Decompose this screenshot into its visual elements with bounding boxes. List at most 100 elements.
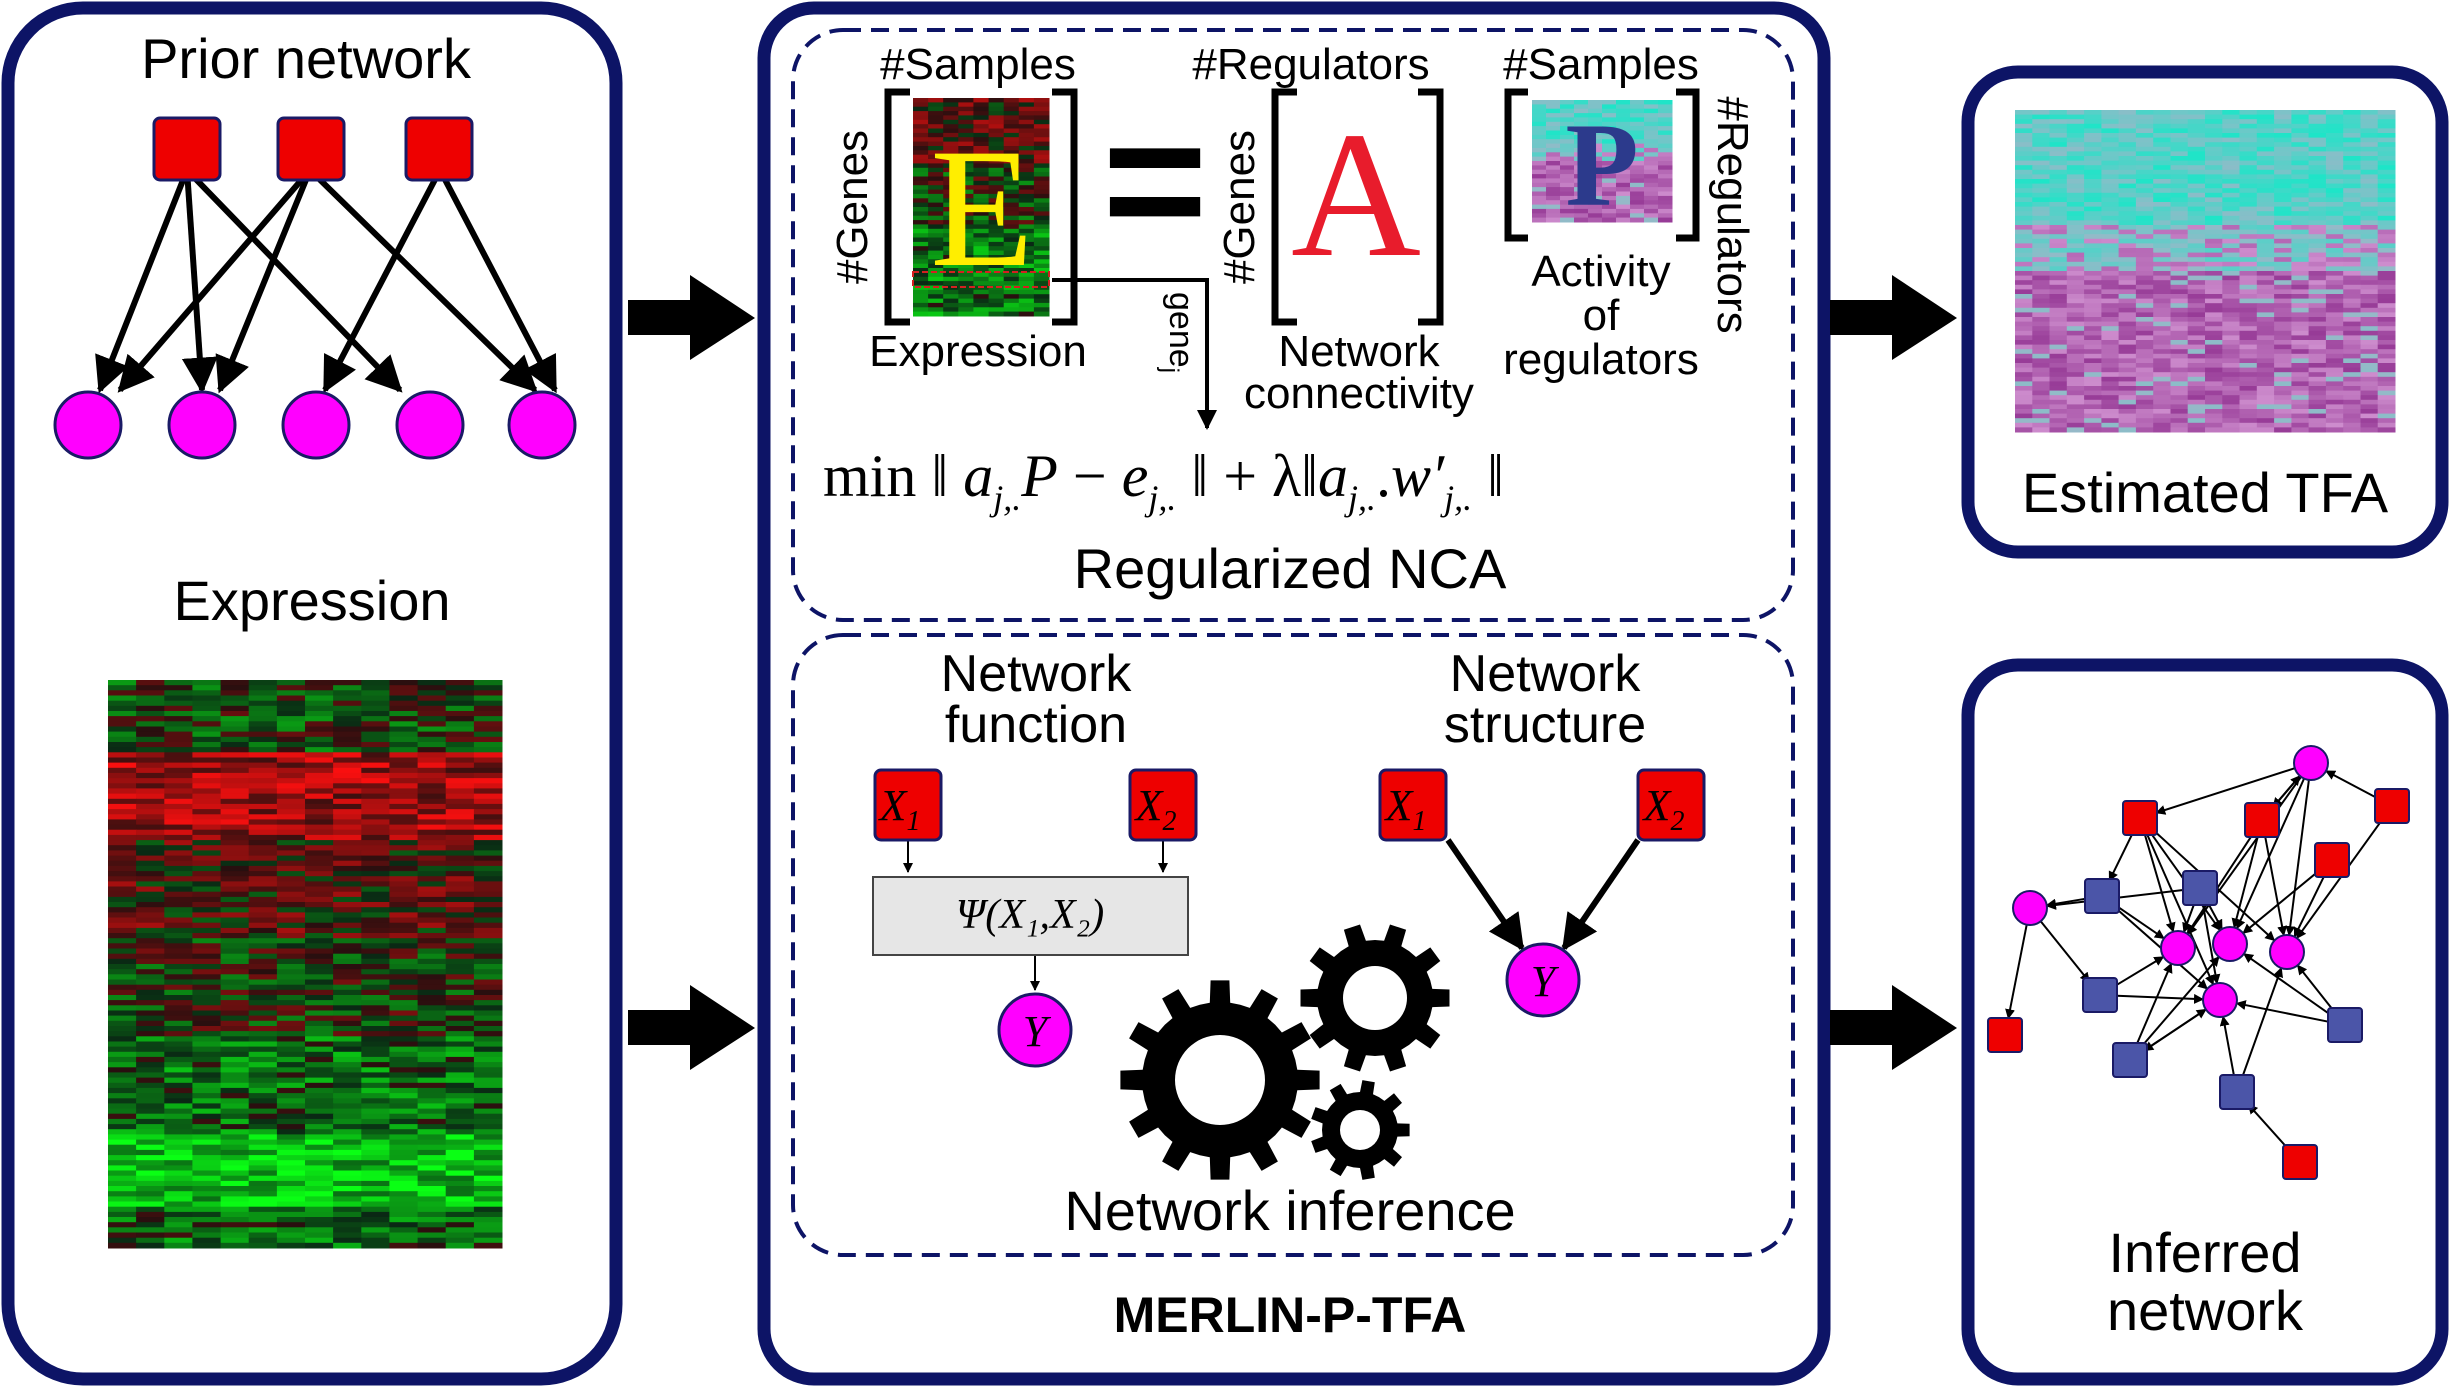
heatmap-cell — [2377, 307, 2396, 313]
heatmap-cell — [2118, 220, 2137, 226]
heatmap-cell — [276, 1056, 306, 1063]
heatmap-cell — [2274, 284, 2292, 290]
x1-label: X1 — [878, 781, 921, 837]
heatmap-cell — [136, 958, 165, 965]
heatmap-cell — [2118, 225, 2137, 231]
heatmap-cell — [2343, 275, 2361, 281]
heatmap-cell — [2118, 137, 2137, 143]
heatmap-cell — [2101, 427, 2120, 433]
heatmap-cell — [164, 757, 193, 764]
heatmap-cell — [2015, 381, 2033, 387]
heatmap-cell — [988, 276, 1005, 282]
heatmap-cell — [473, 1155, 503, 1161]
heatmap-cell — [248, 871, 278, 877]
heatmap-cell — [2222, 238, 2241, 244]
heatmap-cell — [2308, 238, 2327, 244]
heatmap-cell — [2274, 197, 2292, 203]
heatmap-cell — [192, 933, 221, 939]
heatmap-cell — [220, 1072, 250, 1079]
heatmap-cell — [943, 180, 959, 186]
heatmap-cell — [1644, 165, 1659, 171]
heatmap-cell — [2222, 156, 2241, 162]
heatmap-cell — [108, 984, 137, 991]
heatmap-cell — [2135, 381, 2154, 387]
heatmap-cell — [248, 711, 278, 717]
heatmap-cell — [2377, 303, 2396, 309]
heatmap-cell — [2015, 330, 2033, 336]
heatmap-cell — [417, 1160, 447, 1166]
heatmap-cell — [276, 1103, 306, 1110]
heatmap-cell — [2066, 344, 2085, 350]
heatmap-cell — [417, 871, 447, 877]
heatmap-cell — [389, 912, 418, 919]
heatmap-cell — [220, 989, 250, 996]
heatmap-cell — [445, 989, 475, 996]
heatmap-cell — [2153, 335, 2171, 341]
heatmap-cell — [2084, 298, 2102, 304]
heatmap-cell — [2015, 128, 2033, 134]
heatmap-cell — [1560, 130, 1575, 136]
heatmap-cell — [333, 736, 362, 743]
heatmap-cell — [2222, 303, 2241, 309]
heatmap-cell — [389, 1134, 418, 1141]
heatmap-cell — [305, 1160, 334, 1166]
heatmap-cell — [2343, 349, 2361, 355]
heatmap-cell — [417, 1180, 447, 1187]
heatmap-cell — [248, 1026, 278, 1032]
heatmap-cell — [248, 1201, 278, 1208]
heatmap-cell — [417, 1082, 447, 1089]
network-edge — [2285, 779, 2310, 937]
heatmap-cell — [2049, 252, 2068, 258]
heatmap-cell — [2118, 123, 2137, 129]
heatmap-cell — [220, 871, 250, 877]
heatmap-cell — [305, 824, 334, 831]
heatmap-cell — [2118, 169, 2137, 175]
prior-network-graph — [53, 116, 577, 460]
heatmap-cell — [220, 902, 250, 908]
heatmap-cell — [2291, 275, 2310, 281]
heatmap-cell — [136, 819, 165, 826]
heatmap-cell — [988, 111, 1005, 116]
heatmap-cell — [108, 1118, 137, 1125]
heatmap-cell — [2015, 183, 2033, 189]
heatmap-cell — [361, 1134, 390, 1141]
heatmap-cell — [2377, 238, 2396, 244]
heatmap-cell — [108, 736, 137, 743]
heatmap-cell — [417, 860, 447, 867]
heatmap-cell — [2187, 192, 2206, 198]
heatmap-cell — [2205, 211, 2223, 217]
heatmap-cell — [1588, 143, 1603, 149]
heatmap-cell — [1574, 147, 1589, 153]
heatmap-cell — [473, 1093, 503, 1099]
heatmap-cell — [248, 1227, 278, 1233]
heatmap-cell — [276, 783, 306, 789]
heatmap-cell — [1658, 130, 1673, 136]
heatmap-cell — [473, 1072, 503, 1079]
heatmap-cell — [2101, 376, 2120, 382]
heatmap-cell — [2187, 280, 2206, 286]
heatmap-cell — [1630, 113, 1645, 118]
heatmap-cell — [164, 1170, 193, 1177]
heatmap-cell — [2032, 133, 2051, 139]
heatmap-cell — [333, 1077, 362, 1084]
heatmap-cell — [2205, 174, 2223, 180]
heatmap-cell — [1532, 213, 1547, 219]
heatmap-cell — [473, 1124, 503, 1130]
heatmap-cell — [1546, 152, 1561, 158]
heatmap-cell — [2066, 114, 2085, 120]
heatmap-cell — [248, 778, 278, 784]
heatmap-cell — [1033, 224, 1050, 230]
heatmap-cell — [2291, 174, 2310, 180]
heatmap-cell — [192, 876, 221, 882]
heatmap-cell — [333, 680, 362, 686]
heatmap-cell — [2118, 238, 2137, 244]
heatmap-cell — [2308, 133, 2327, 139]
heatmap-cell — [333, 1237, 362, 1244]
heatmap-cell — [2015, 367, 2033, 373]
activity-caption: of — [1583, 291, 1620, 340]
heatmap-cell — [2222, 220, 2241, 226]
heatmap-cell — [1602, 156, 1617, 162]
heatmap-cell — [1546, 169, 1561, 175]
heatmap-cell — [2015, 289, 2033, 295]
heatmap-cell — [2256, 363, 2275, 369]
